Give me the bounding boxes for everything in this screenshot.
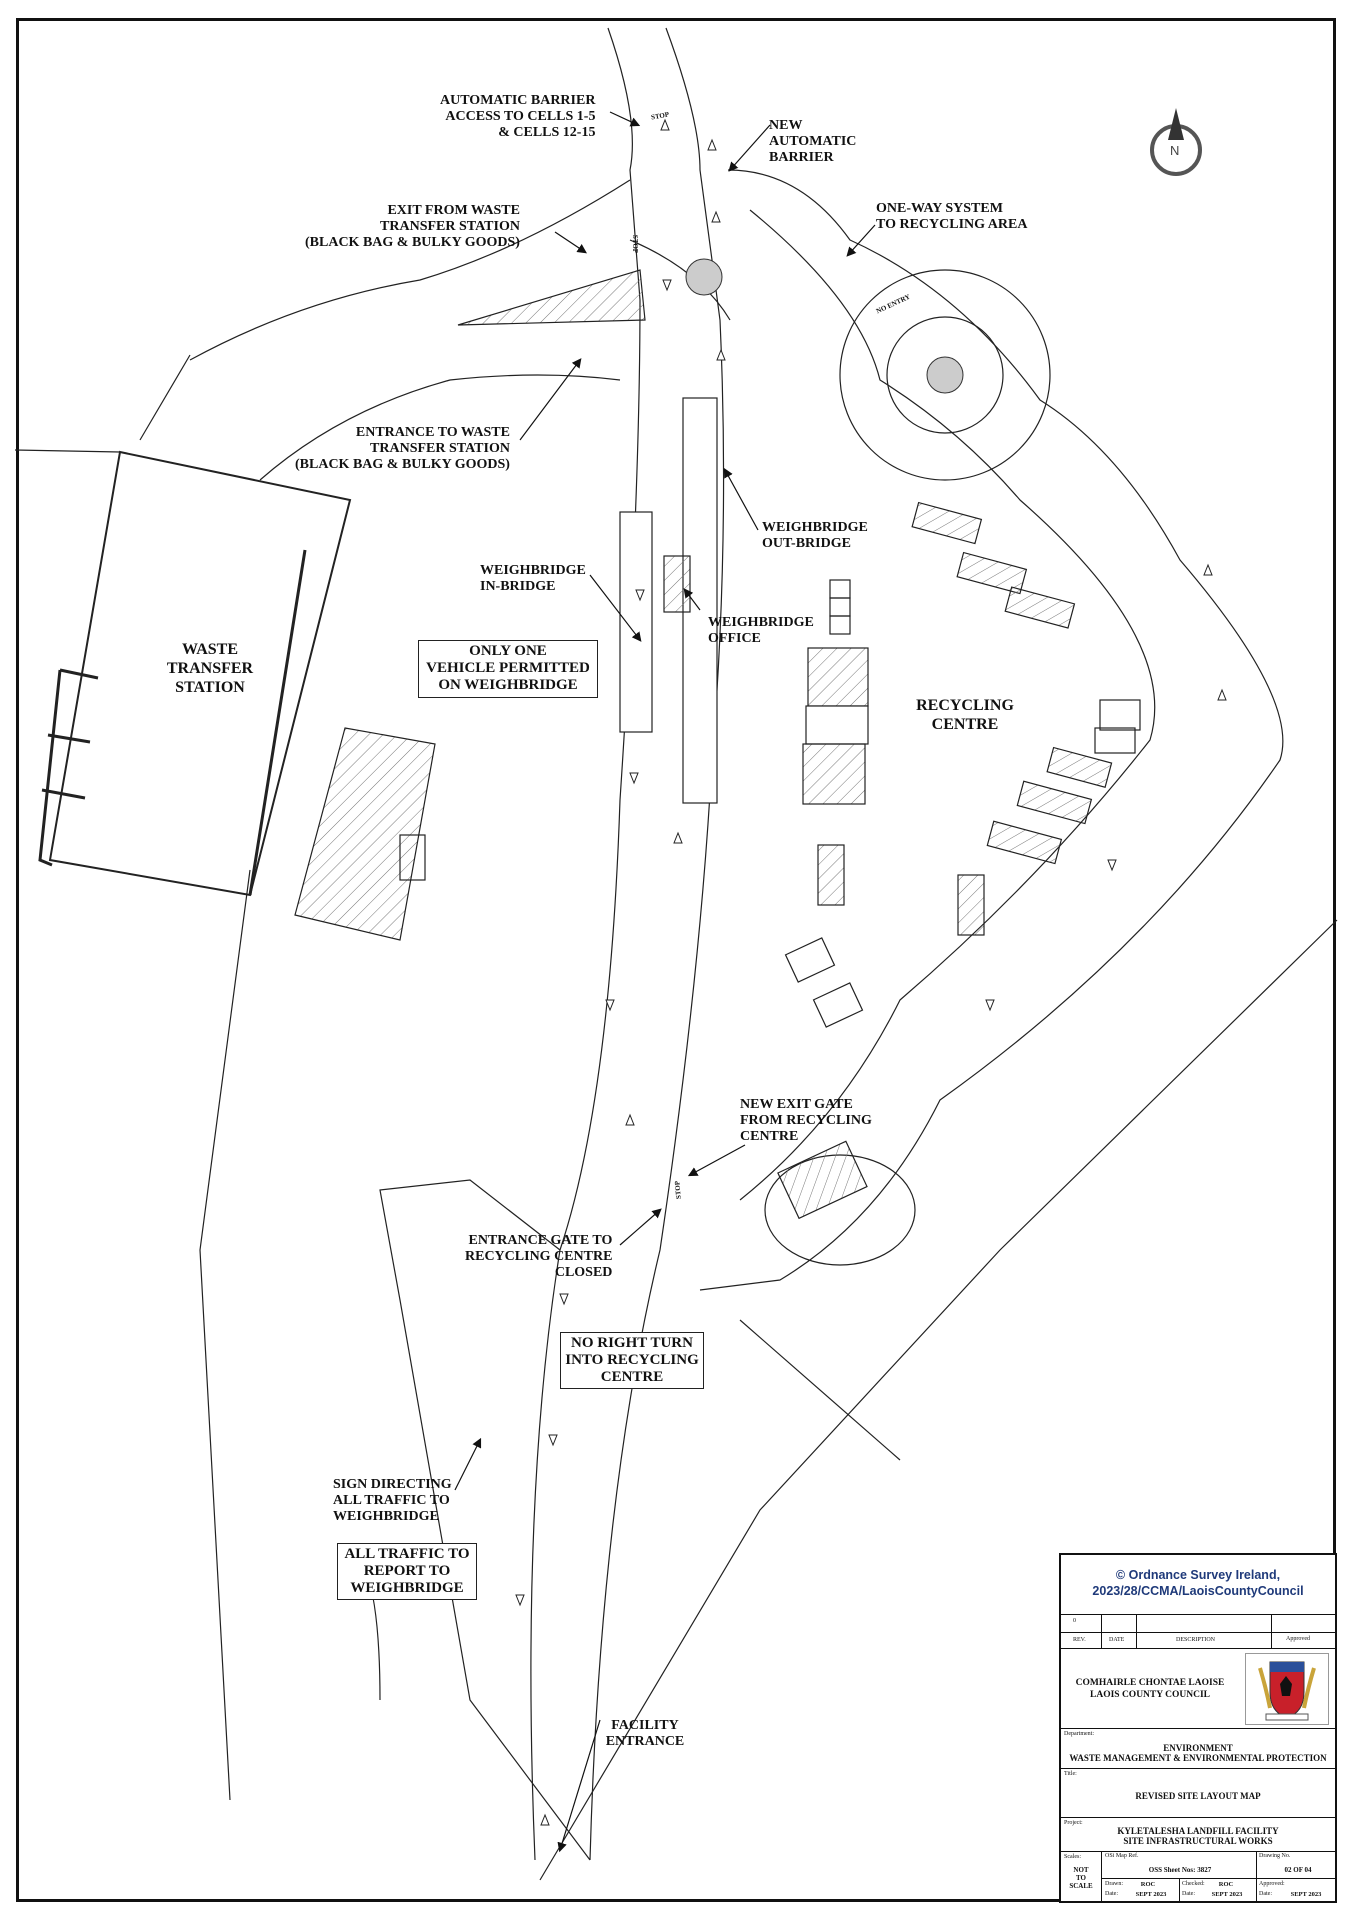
label-weighbridge-in: WEIGHBRIDGE IN-BRIDGE — [480, 563, 586, 594]
label-new-exit-gate: NEW EXIT GATE FROM RECYCLING CENTRE — [740, 1097, 872, 1144]
drawing-frame — [16, 18, 1336, 1902]
title-row: Title: REVISED SITE LAYOUT MAP — [1061, 1769, 1335, 1818]
recycling-oneway-inner — [739, 209, 1156, 1201]
main-roundabout-island — [685, 258, 723, 296]
main-road-west-edge — [530, 27, 641, 1861]
recycling-roundabout — [839, 269, 1051, 481]
north-letter: N — [1170, 143, 1180, 158]
label-weighbridge-office: WEIGHBRIDGE OFFICE — [708, 615, 814, 646]
label-automatic-barrier: AUTOMATIC BARRIER ACCESS TO CELLS 1-5 & … — [440, 93, 596, 140]
label-weighbridge-out: WEIGHBRIDGE OUT-BRIDGE — [762, 520, 868, 551]
notice-only-one-vehicle: ONLY ONE VEHICLE PERMITTED ON WEIGHBRIDG… — [418, 640, 598, 698]
drawing-title: REVISED SITE LAYOUT MAP — [1135, 1791, 1261, 1801]
label-recycling-centre: RECYCLING CENTRE — [916, 697, 1014, 733]
copyright-notice: © Ordnance Survey Ireland, 2023/28/CCMA/… — [1061, 1555, 1335, 1615]
department-row: Department: ENVIRONMENT WASTE MANAGEMENT… — [1061, 1729, 1335, 1769]
label-one-way-system: ONE-WAY SYSTEM TO RECYCLING AREA — [876, 201, 1028, 232]
title-block: © Ordnance Survey Ireland, 2023/28/CCMA/… — [1059, 1553, 1337, 1903]
weighbridge-in-bridge — [619, 511, 653, 733]
stop-marking-2: STOP — [631, 234, 640, 254]
details-row: Scales: NOT TO SCALE OSi Map Ref. OSS Sh… — [1061, 1852, 1337, 1903]
north-arrow-icon — [1150, 108, 1202, 176]
weighbridge-office — [663, 555, 691, 613]
hatched-building — [294, 727, 436, 941]
recycling-roundabout-island — [926, 356, 964, 394]
council-row: COMHAIRLE CHONTAE LAOISE LAOIS COUNTY CO… — [1061, 1649, 1335, 1729]
label-entrance-gate: ENTRANCE GATE TO RECYCLING CENTRE CLOSED — [465, 1233, 613, 1280]
label-facility-entrance: FACILITY ENTRANCE — [605, 1718, 685, 1749]
wts-road-north — [189, 179, 631, 361]
label-waste-transfer-station: WASTE TRANSFER STATION — [166, 641, 254, 696]
label-exit-wts: EXIT FROM WASTE TRANSFER STATION (BLACK … — [305, 203, 520, 250]
label-entrance-wts: ENTRANCE TO WASTE TRANSFER STATION (BLAC… — [295, 425, 510, 472]
notice-all-traffic: ALL TRAFFIC TO REPORT TO WEIGHBRIDGE — [337, 1543, 477, 1600]
revision-table: 0 REV. DATE DESCRIPTION Approved — [1061, 1615, 1335, 1649]
label-sign-directing: SIGN DIRECTING ALL TRAFFIC TO WEIGHBRIDG… — [333, 1477, 452, 1524]
main-road-east-edge — [589, 27, 725, 1861]
project-row: Project: KYLETALESHA LANDFILL FACILITY S… — [1061, 1818, 1335, 1852]
notice-no-right-turn: NO RIGHT TURN INTO RECYCLING CENTRE — [560, 1332, 704, 1389]
council-crest-icon — [1245, 1653, 1329, 1725]
recycling-oneway-outer — [699, 169, 1284, 1291]
label-new-automatic-barrier: NEW AUTOMATIC BARRIER — [769, 118, 857, 165]
stop-marking-3: STOP — [673, 1180, 683, 1200]
